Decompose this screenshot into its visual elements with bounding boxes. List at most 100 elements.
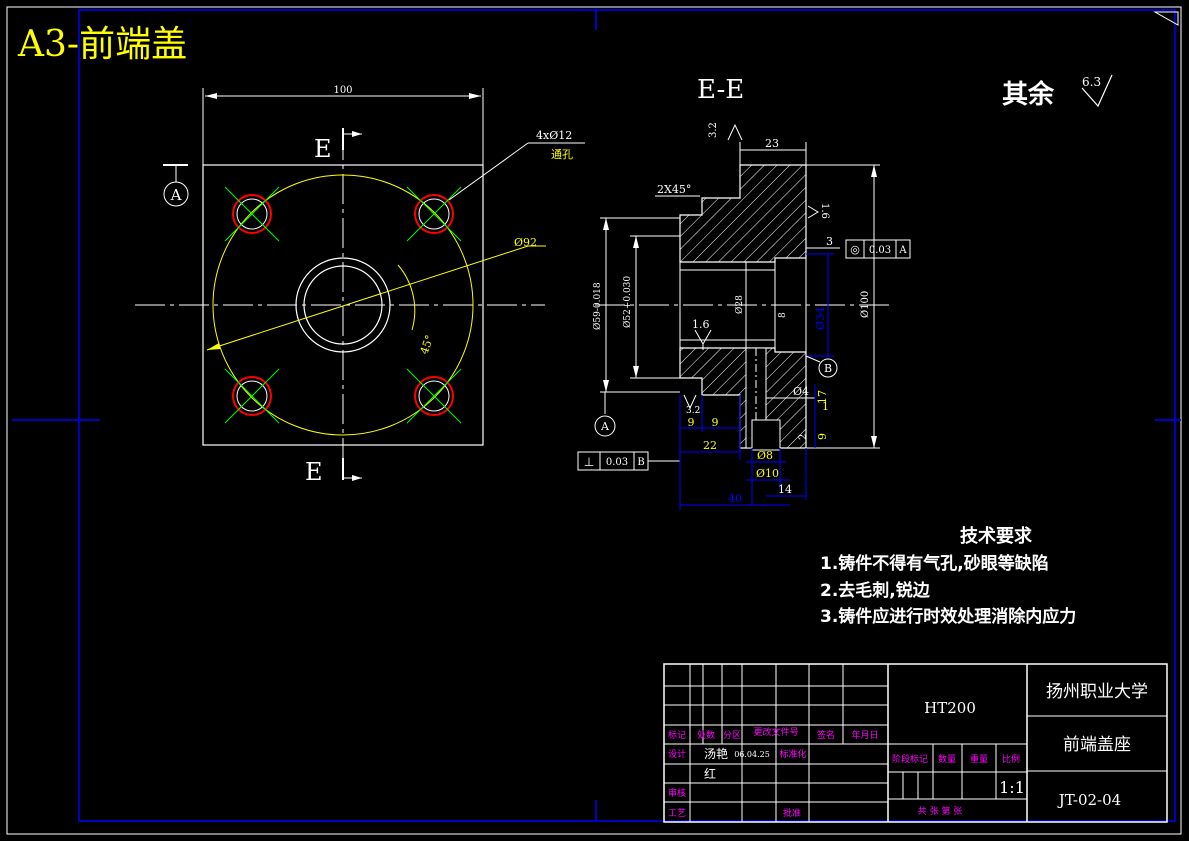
section-mark-bottom: E	[305, 458, 323, 486]
surface-finish-label: 其余	[1002, 79, 1055, 110]
datum-a-front-text: A	[170, 186, 182, 204]
finish-32-top: 3.2	[708, 122, 719, 138]
dim-d34-text: Ø34	[814, 307, 827, 330]
dim-2-text: 2	[798, 434, 809, 440]
dim-d59-text: Ø59-0.018	[592, 282, 603, 330]
dim-d10-text: Ø10	[756, 467, 779, 480]
surface-finish-value: 6.3	[1082, 75, 1101, 89]
section-view: E-E 23 3.2 2X45° 1.6 3	[577, 75, 911, 510]
dim-22-text: 22	[703, 439, 717, 452]
datum-a-section-text: A	[600, 420, 610, 433]
tb-label-weight: 重量	[970, 753, 988, 765]
finish-16-right: 1.6	[819, 203, 830, 219]
dim-d8-text: Ø8	[757, 449, 773, 462]
hole-bottom-right	[406, 368, 462, 424]
svg-text:A: A	[898, 245, 907, 256]
dim-3-text: 3	[826, 235, 833, 248]
pcd-text: Ø92	[514, 236, 537, 249]
outer-frame	[6, 6, 1182, 835]
bore-outer	[295, 257, 391, 353]
finish-32-bottom: 3.2	[686, 406, 700, 416]
tb-label-process: 工艺	[668, 808, 686, 819]
holes-leader	[448, 142, 529, 201]
dim-100-text: 100	[333, 85, 352, 96]
dim-100-arrow-l	[205, 93, 217, 99]
part-name-text: 前端盖座	[1063, 735, 1131, 755]
dim-1-text: 1	[822, 400, 829, 413]
tb-label-design: 设计	[668, 748, 686, 760]
svg-text:0.03: 0.03	[606, 457, 628, 468]
dim-d4-text: Ø4	[793, 385, 809, 398]
datum-b-text: B	[824, 362, 832, 375]
tech-req-item-1: 1.铸件不得有气孔,砂眼等缺陷	[820, 553, 1049, 574]
tb-label-count: 处数	[697, 729, 715, 741]
tb-label-approve: 批准	[783, 807, 801, 819]
dim-40-text: 40	[728, 492, 742, 505]
datum-b-circle	[818, 358, 838, 378]
hole-top-right	[406, 186, 462, 242]
dim-14-text: 14	[778, 483, 792, 496]
dim-d52-text: Ø52+0.030	[622, 276, 633, 328]
holes-note-text: 通孔	[551, 148, 573, 161]
svg-text:⊥: ⊥	[584, 455, 594, 469]
material-text: HT200	[924, 699, 976, 717]
tb-label-review: 审核	[668, 787, 686, 799]
tb-label-sign: 签名	[817, 729, 835, 741]
holes-callout-text: 4xØ12	[536, 129, 572, 142]
pitch-circle	[212, 174, 474, 436]
angle-arc	[397, 264, 416, 331]
svg-text:◎: ◎	[850, 243, 860, 256]
dim-17-text: 17	[816, 390, 829, 404]
school-text: 扬州职业大学	[1046, 682, 1148, 702]
angle-text: 45°	[418, 333, 437, 356]
dim-d100-text: Ø100	[860, 291, 871, 318]
hole-bottom-left	[224, 368, 280, 424]
title-block: HT200 扬州职业大学 前端盖座 JT-02-04 1:1 标记 处数 分区 …	[663, 663, 1168, 823]
dim-8-text: 8	[778, 312, 788, 318]
datum-a-front	[163, 181, 189, 207]
section-view-label: E-E	[697, 75, 744, 105]
tb-label-change: 更改文件号	[753, 726, 798, 738]
surface-finish-symbol	[1081, 74, 1113, 108]
section-body-upper	[679, 164, 807, 263]
drawing-frame	[78, 9, 1176, 822]
chamfer-text: 2X45°	[657, 183, 691, 196]
svg-text:B: B	[637, 457, 644, 468]
tb-label-standard: 标准化	[779, 748, 806, 760]
orientation-triangle	[1153, 11, 1179, 26]
pcd-dim-line	[206, 245, 529, 351]
dim-9c-text: 9	[816, 433, 829, 440]
dim-9a-text: 9	[688, 416, 695, 429]
tb-designer: 汤艳	[704, 746, 728, 761]
dim-23-text: 23	[765, 137, 779, 150]
bore-inner	[303, 265, 383, 345]
scale-text: 1:1	[999, 778, 1025, 797]
finish-16-left: 1.6	[692, 318, 710, 331]
runout-tolerance-frame: ◎ 0.03 A	[845, 239, 911, 259]
front-view: 100 4xØ12 通孔 Ø92 45° E E A	[135, 85, 585, 486]
svg-text:0.03: 0.03	[869, 245, 891, 256]
tb-designer2: 红	[704, 766, 716, 781]
drawing-no-text: JT-02-04	[1057, 791, 1121, 809]
dim-d28-text: Ø28	[734, 295, 745, 314]
perpendicularity-frame: ⊥ 0.03 B	[577, 451, 680, 471]
tb-label-sheets: 共 张 第 张	[918, 805, 963, 817]
tech-req-item-3: 3.铸件应进行时效处理消除内应力	[820, 606, 1076, 627]
dim-9b-text: 9	[712, 416, 719, 429]
tb-label-stage: 阶段标记	[892, 753, 928, 765]
tech-req-heading: 技术要求	[960, 525, 1033, 547]
dim-100-arrow-r	[469, 93, 481, 99]
tb-label-mark: 标记	[668, 729, 686, 741]
tb-label-qty: 数量	[938, 753, 956, 765]
section-mark-top: E	[314, 135, 332, 163]
tb-label-date: 年月日	[851, 729, 878, 741]
hole-top-left	[224, 186, 280, 242]
tech-req-item-2: 2.去毛刺,锐边	[820, 580, 931, 601]
tb-label-zone: 分区	[723, 730, 741, 741]
pcd-arrow	[207, 343, 221, 350]
tb-label-ratio: 比例	[1002, 753, 1020, 765]
drawing-title: A3-前端盖	[17, 24, 187, 65]
tb-design-date: 06.04.25	[734, 750, 770, 759]
datum-a-section	[594, 415, 616, 437]
